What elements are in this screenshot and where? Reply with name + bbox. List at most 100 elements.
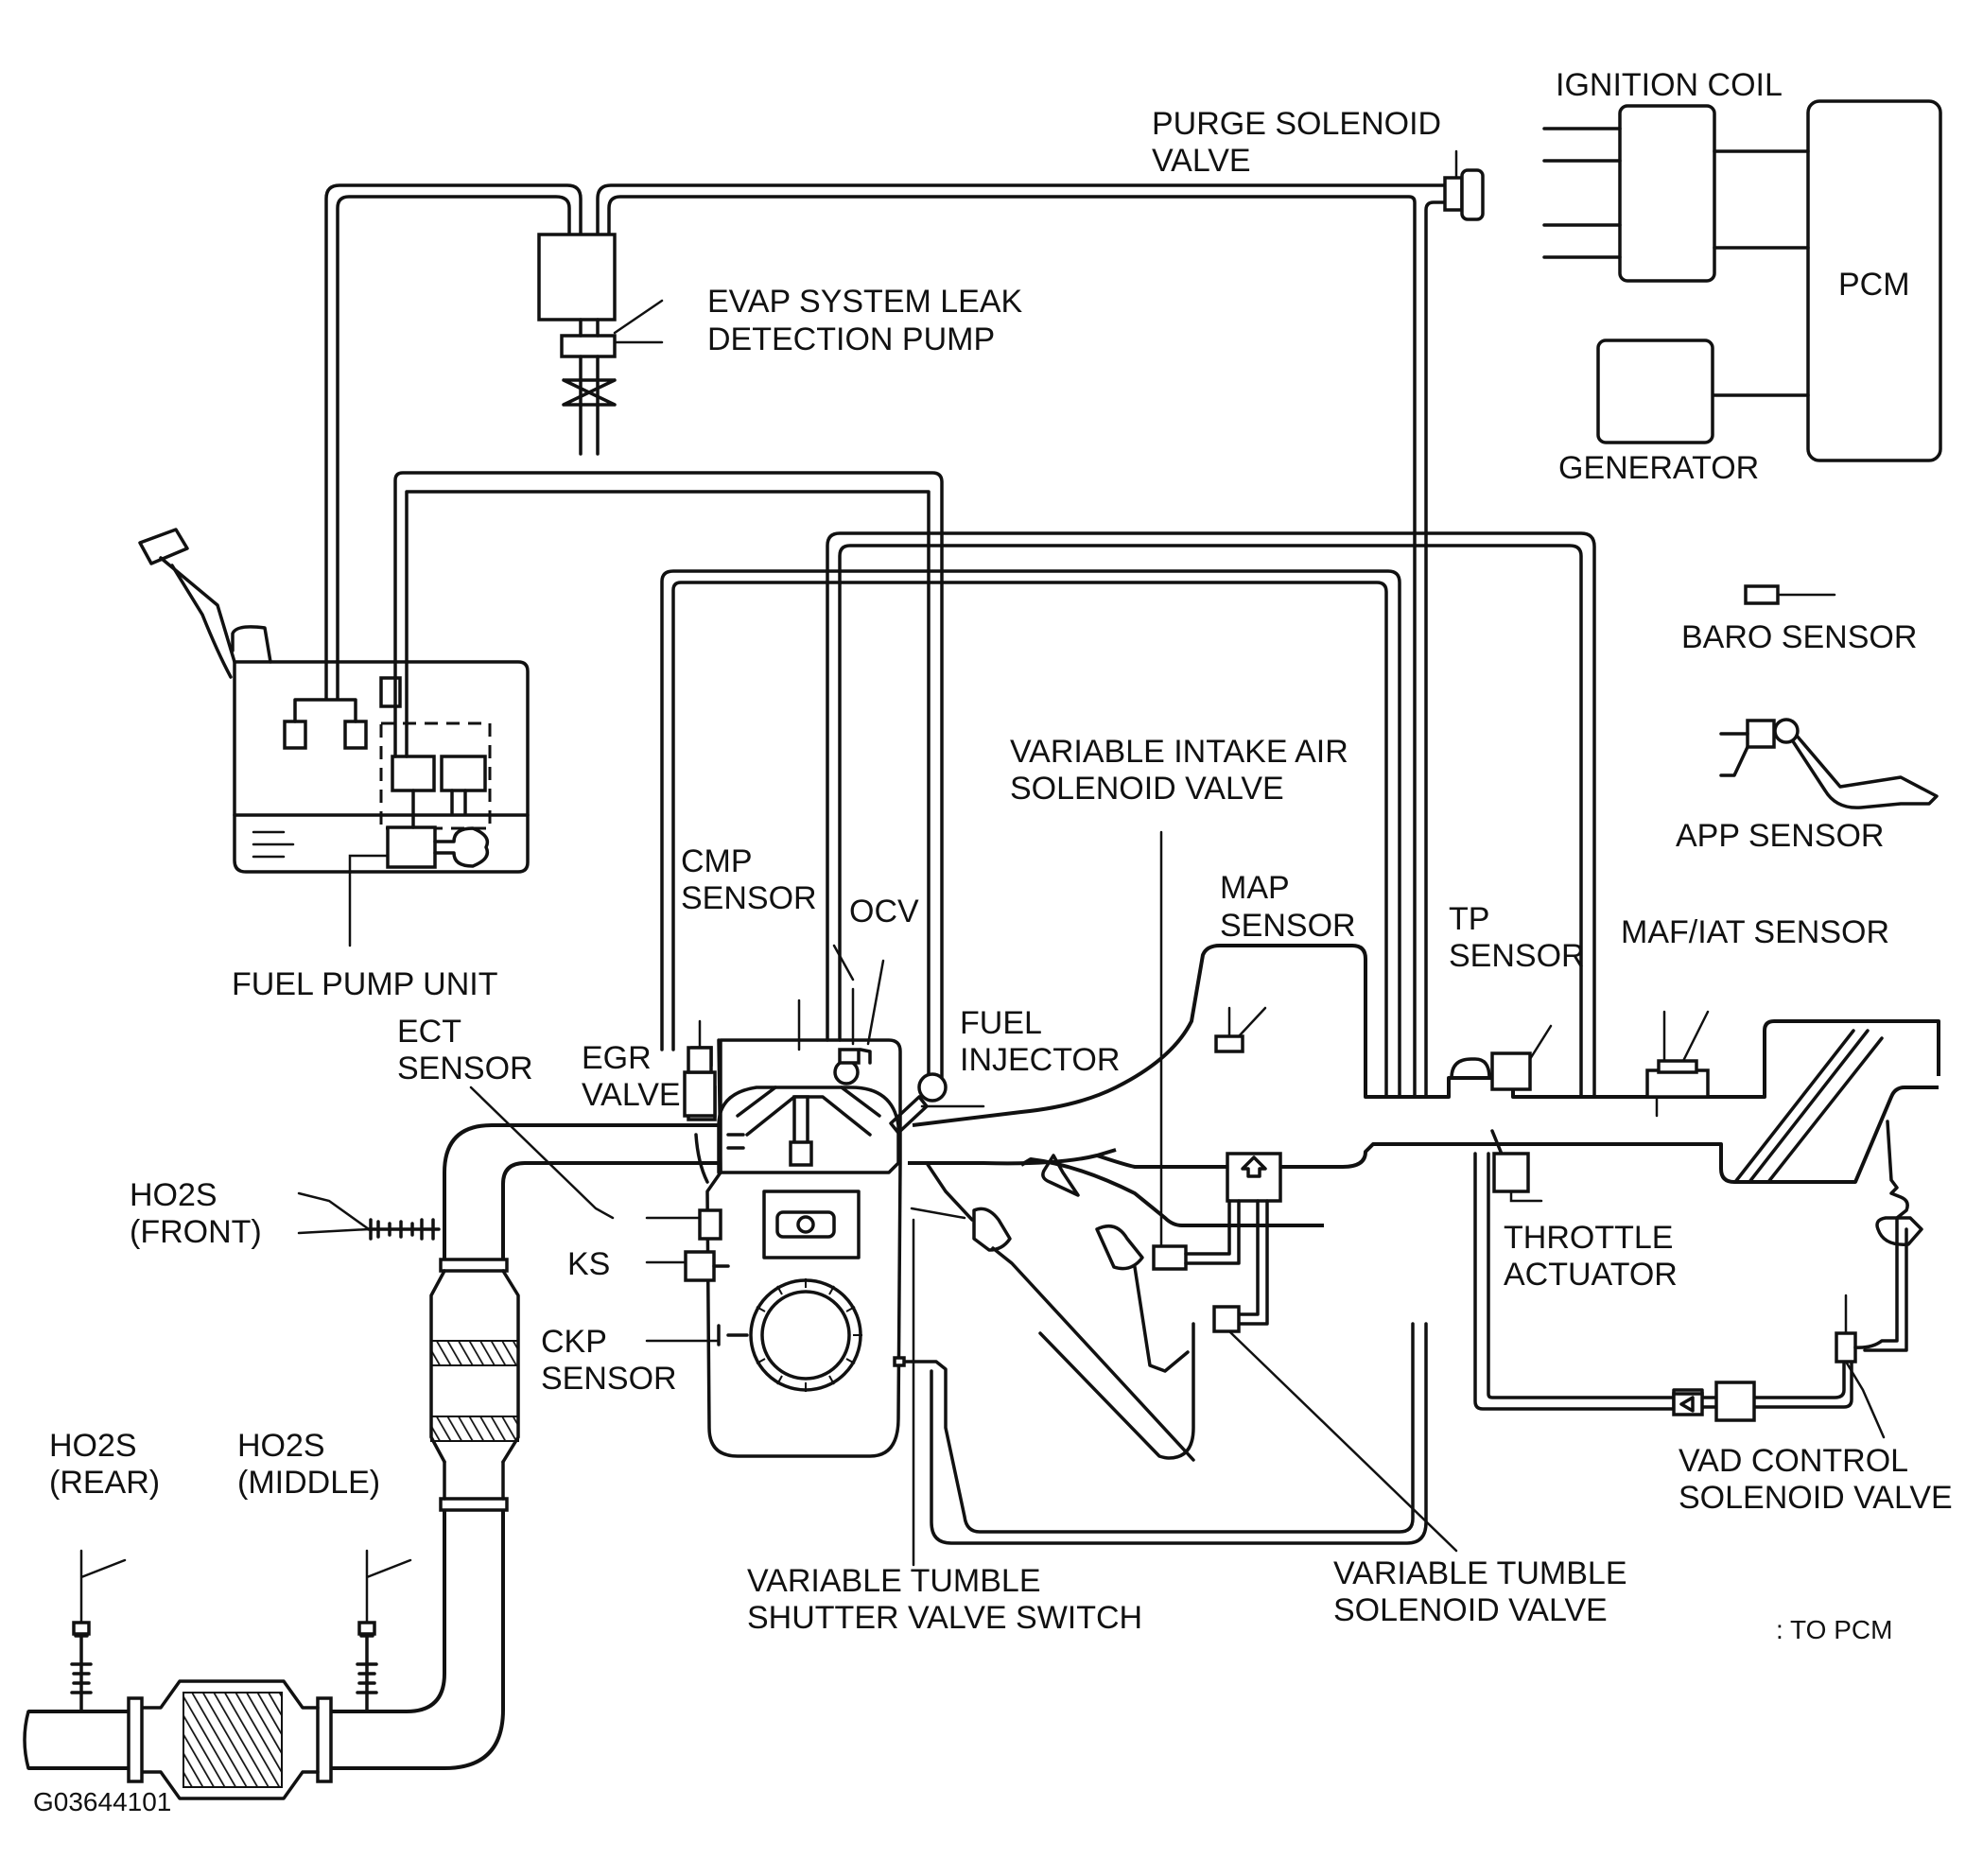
label-ho2s-rear-line2: (REAR)	[49, 1465, 160, 1501]
asterisk-app-2	[1677, 761, 1701, 790]
label-ocv: OCV	[849, 894, 919, 929]
label-evap-line2: DETECTION PUMP	[707, 321, 995, 357]
label-vt-solenoid-line1: VARIABLE TUMBLE	[1333, 1555, 1627, 1591]
intake-duct	[908, 944, 1940, 1227]
vad-control-system	[1473, 1120, 1923, 1439]
label-tp-line2: SENSOR	[1449, 938, 1585, 974]
variable-intake-air-solenoid	[1038, 830, 1282, 1460]
legend: : TO PCM	[1737, 1614, 1892, 1644]
label-ho2s-front-line1: HO2S	[130, 1177, 217, 1213]
asterisk-maf-2	[1695, 962, 1719, 990]
ignition-coil	[1542, 104, 1716, 283]
exhaust-system	[23, 1123, 719, 1800]
fuel-tank	[138, 471, 944, 1089]
purge-solenoid-valve	[1443, 149, 1485, 221]
asterisk-vt-solenoid	[1203, 1272, 1227, 1300]
label-throttle-line1: THROTTLE	[1504, 1220, 1673, 1256]
app-sensor-pedal	[1719, 718, 1939, 809]
label-cmp-line1: CMP	[681, 843, 753, 879]
leader-vt-solenoid	[1227, 1329, 1458, 1553]
label-ho2s-front-line2: (FRONT)	[130, 1214, 262, 1250]
label-purge-line1: PURGE SOLENOID	[1152, 106, 1441, 142]
asterisk-ho2s-front-2	[268, 1219, 292, 1247]
asterisk-ckp	[618, 1327, 642, 1355]
engine-crank-teeth	[756, 1278, 862, 1392]
label-tp-line1: TP	[1449, 901, 1489, 937]
baro-sensor	[1744, 584, 1836, 605]
label-ks: KS	[567, 1246, 610, 1282]
generator	[1596, 339, 1714, 444]
label-baro: BARO SENSOR	[1681, 619, 1917, 655]
ho2s-front-sensor	[297, 1191, 441, 1241]
label-throttle-line2: ACTUATOR	[1504, 1257, 1678, 1293]
vacuum-lines	[660, 531, 1596, 1099]
asterisk-ks	[618, 1248, 642, 1277]
egr-valve	[683, 1019, 717, 1118]
pcm	[1711, 99, 1942, 462]
label-pcm: PCM	[1838, 267, 1910, 303]
tp-sensor	[1490, 1024, 1553, 1091]
maf-iat-sensor	[1645, 1010, 1710, 1118]
label-injector-line2: INJECTOR	[960, 1042, 1120, 1078]
asterisk-ho2s-rear-2	[113, 1518, 137, 1546]
label-vts-line2: SHUTTER VALVE SWITCH	[747, 1600, 1142, 1636]
asterisk-ho2s-rear-1	[69, 1518, 94, 1546]
label-ect-line1: ECT	[397, 1014, 461, 1050]
ho2s-rear-sensor	[70, 1549, 127, 1711]
label-ho2s-middle-line2: (MIDDLE)	[237, 1465, 380, 1501]
label-via-line2: SOLENOID VALVE	[1010, 771, 1284, 807]
label-generator: GENERATOR	[1558, 450, 1759, 486]
label-map-line1: MAP	[1220, 870, 1290, 906]
label-ignition-coil: IGNITION COIL	[1556, 67, 1783, 103]
asterisk-ho2s-middle-2	[398, 1518, 423, 1546]
asterisk-vad	[1826, 1260, 1851, 1289]
asterisk-evap-1	[670, 287, 695, 315]
asterisk-tp-1	[1493, 979, 1518, 1007]
evap-leak-pump	[560, 334, 617, 358]
asterisk-baro	[1836, 581, 1861, 609]
label-egr-line2: VALVE	[582, 1077, 681, 1113]
fuel-injector	[889, 1072, 985, 1135]
label-injector-line1: FUEL	[960, 1005, 1042, 1041]
asterisk-purge	[1439, 106, 1464, 134]
asterisk-ocv-2	[871, 929, 896, 958]
label-vad-line2: SOLENOID VALVE	[1679, 1480, 1953, 1516]
label-fuel-pump: FUEL PUMP UNIT	[232, 966, 497, 1002]
label-maf: MAF/IAT SENSOR	[1621, 914, 1889, 950]
label-via-line1: VARIABLE INTAKE AIR	[1010, 734, 1348, 770]
leader-cmp	[797, 944, 855, 1051]
label-cmp-line2: SENSOR	[681, 880, 817, 916]
leader-ect	[469, 1086, 702, 1220]
asterisk-throttle	[1540, 1187, 1565, 1215]
label-vts-line1: VARIABLE TUMBLE	[747, 1563, 1041, 1599]
legend-asterisk-icon	[1737, 1614, 1762, 1642]
leader-ocv	[851, 959, 885, 1046]
label-vad-line1: VAD CONTROL	[1679, 1443, 1908, 1479]
label-ect-line2: SENSOR	[397, 1051, 533, 1086]
label-egr-line1: EGR	[582, 1040, 652, 1076]
asterisk-map-1	[1217, 960, 1242, 988]
legend-text: : TO PCM	[1776, 1615, 1892, 1644]
asterisk-tp-2	[1537, 979, 1561, 1007]
engine-block	[684, 1038, 1428, 1545]
asterisk-fuel-pump	[332, 937, 357, 965]
label-map-line2: SENSOR	[1220, 908, 1356, 944]
asterisk-app-1	[1677, 720, 1701, 748]
figure-id: G03644101	[33, 1787, 171, 1816]
asterisk-map-2	[1259, 960, 1283, 988]
label-vt-solenoid-line2: SOLENOID VALVE	[1333, 1592, 1608, 1628]
evap-lines	[324, 183, 1447, 1099]
asterisk-ho2s-middle-1	[355, 1518, 379, 1546]
label-ckp-line2: SENSOR	[541, 1361, 677, 1397]
ho2s-middle-sensor	[356, 1549, 412, 1711]
label-ckp-line1: CKP	[541, 1324, 607, 1360]
throttle-actuator	[1492, 1152, 1543, 1203]
label-ho2s-rear-line1: HO2S	[49, 1428, 137, 1464]
evap-canister-box	[537, 233, 617, 321]
label-app: APP SENSOR	[1676, 818, 1884, 854]
asterisk-ho2s-front-1	[268, 1177, 292, 1206]
label-ho2s-middle-line1: HO2S	[237, 1428, 325, 1464]
asterisk-maf-1	[1649, 962, 1674, 990]
label-purge-line2: VALVE	[1152, 143, 1251, 179]
